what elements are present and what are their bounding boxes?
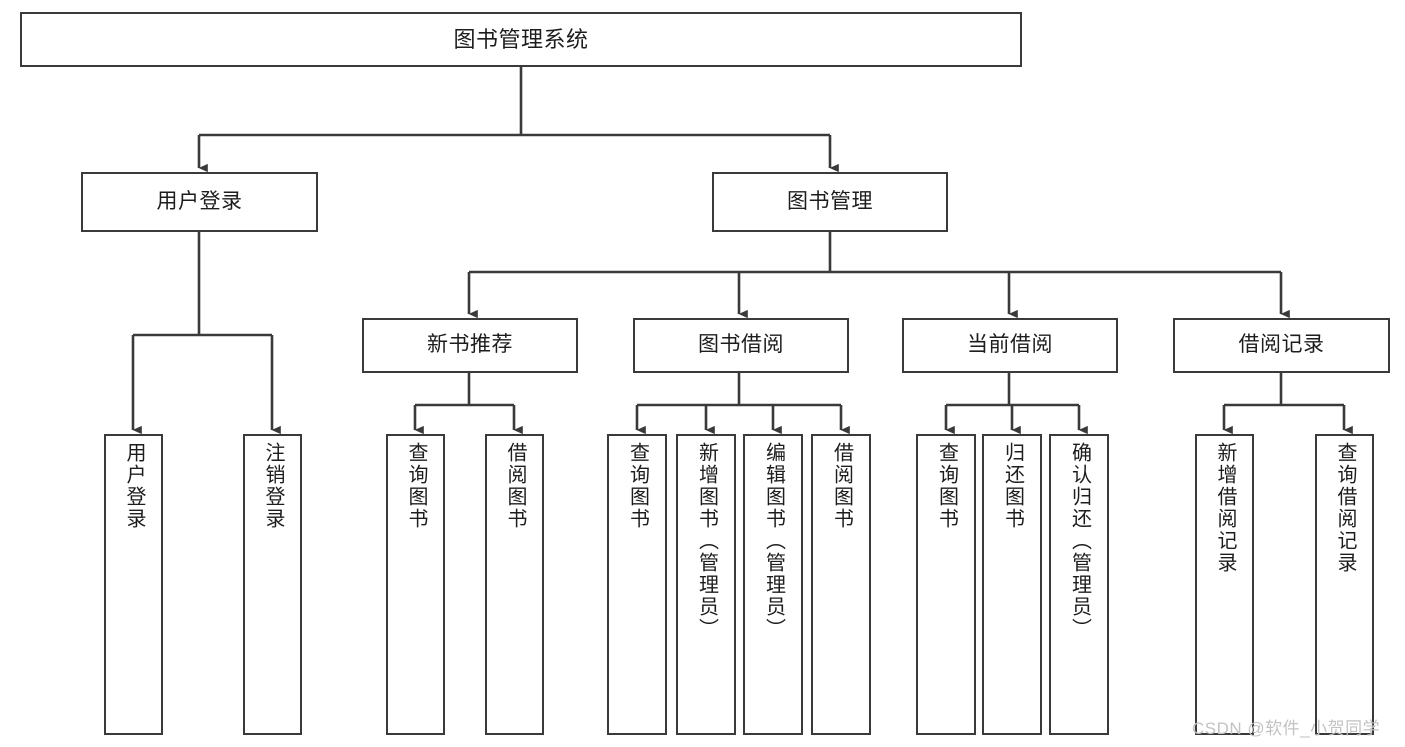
node-root-book-management-system[interactable]: 图书管理系统 xyxy=(20,12,1022,67)
node-label: 图书管理系统 xyxy=(453,26,589,52)
leaf-return-book[interactable]: 归还图书 xyxy=(982,434,1042,735)
node-label: 图书借阅 xyxy=(698,333,784,357)
leaf-confirm-return-admin[interactable]: 确认归还（管理员） xyxy=(1049,434,1109,735)
node-new-book-recommendation[interactable]: 新书推荐 xyxy=(362,318,578,373)
leaf-query-book-new[interactable]: 查询图书 xyxy=(386,434,445,735)
node-label: 注销登录 xyxy=(262,442,284,530)
node-label: 查询图书 xyxy=(626,442,649,530)
node-label: 用户登录 xyxy=(123,442,145,530)
leaf-logout[interactable]: 注销登录 xyxy=(243,434,302,735)
node-label: 查询图书 xyxy=(935,442,958,530)
node-label: 查询图书 xyxy=(405,442,427,530)
node-label: 编辑图书（管理员） xyxy=(762,442,785,640)
node-book-management[interactable]: 图书管理 xyxy=(712,172,948,232)
leaf-borrow-book-new[interactable]: 借阅图书 xyxy=(485,434,544,735)
node-book-borrowing[interactable]: 图书借阅 xyxy=(633,318,849,373)
node-label: 新增图书（管理员） xyxy=(695,442,718,640)
leaf-query-borrow-record[interactable]: 查询借阅记录 xyxy=(1315,434,1374,735)
leaf-edit-book-admin[interactable]: 编辑图书（管理员） xyxy=(743,434,803,735)
node-label: 图书管理 xyxy=(787,189,873,213)
node-label: 借阅记录 xyxy=(1238,333,1325,357)
leaf-query-book-current[interactable]: 查询图书 xyxy=(916,434,976,735)
leaf-user-login[interactable]: 用户登录 xyxy=(104,434,163,735)
node-borrowing-record[interactable]: 借阅记录 xyxy=(1173,318,1390,373)
csdn-watermark: CSDN @软件_小贺同学 xyxy=(1192,719,1381,738)
node-label: 借阅图书 xyxy=(830,442,853,530)
leaf-add-borrow-record[interactable]: 新增借阅记录 xyxy=(1195,434,1254,735)
node-label: 归还图书 xyxy=(1001,442,1024,530)
node-user-login[interactable]: 用户登录 xyxy=(81,172,318,232)
node-current-borrowing[interactable]: 当前借阅 xyxy=(902,318,1118,373)
leaf-query-book-borrow[interactable]: 查询图书 xyxy=(607,434,667,735)
node-label: 用户登录 xyxy=(156,189,243,213)
node-label: 确认归还（管理员） xyxy=(1068,442,1091,640)
leaf-borrow-book[interactable]: 借阅图书 xyxy=(811,434,871,735)
node-label: 新增借阅记录 xyxy=(1214,442,1236,574)
node-label: 当前借阅 xyxy=(967,333,1053,357)
node-label: 借阅图书 xyxy=(504,442,526,530)
node-label: 查询借阅记录 xyxy=(1334,442,1356,574)
leaf-add-book-admin[interactable]: 新增图书（管理员） xyxy=(676,434,736,735)
node-label: 新书推荐 xyxy=(427,333,513,357)
